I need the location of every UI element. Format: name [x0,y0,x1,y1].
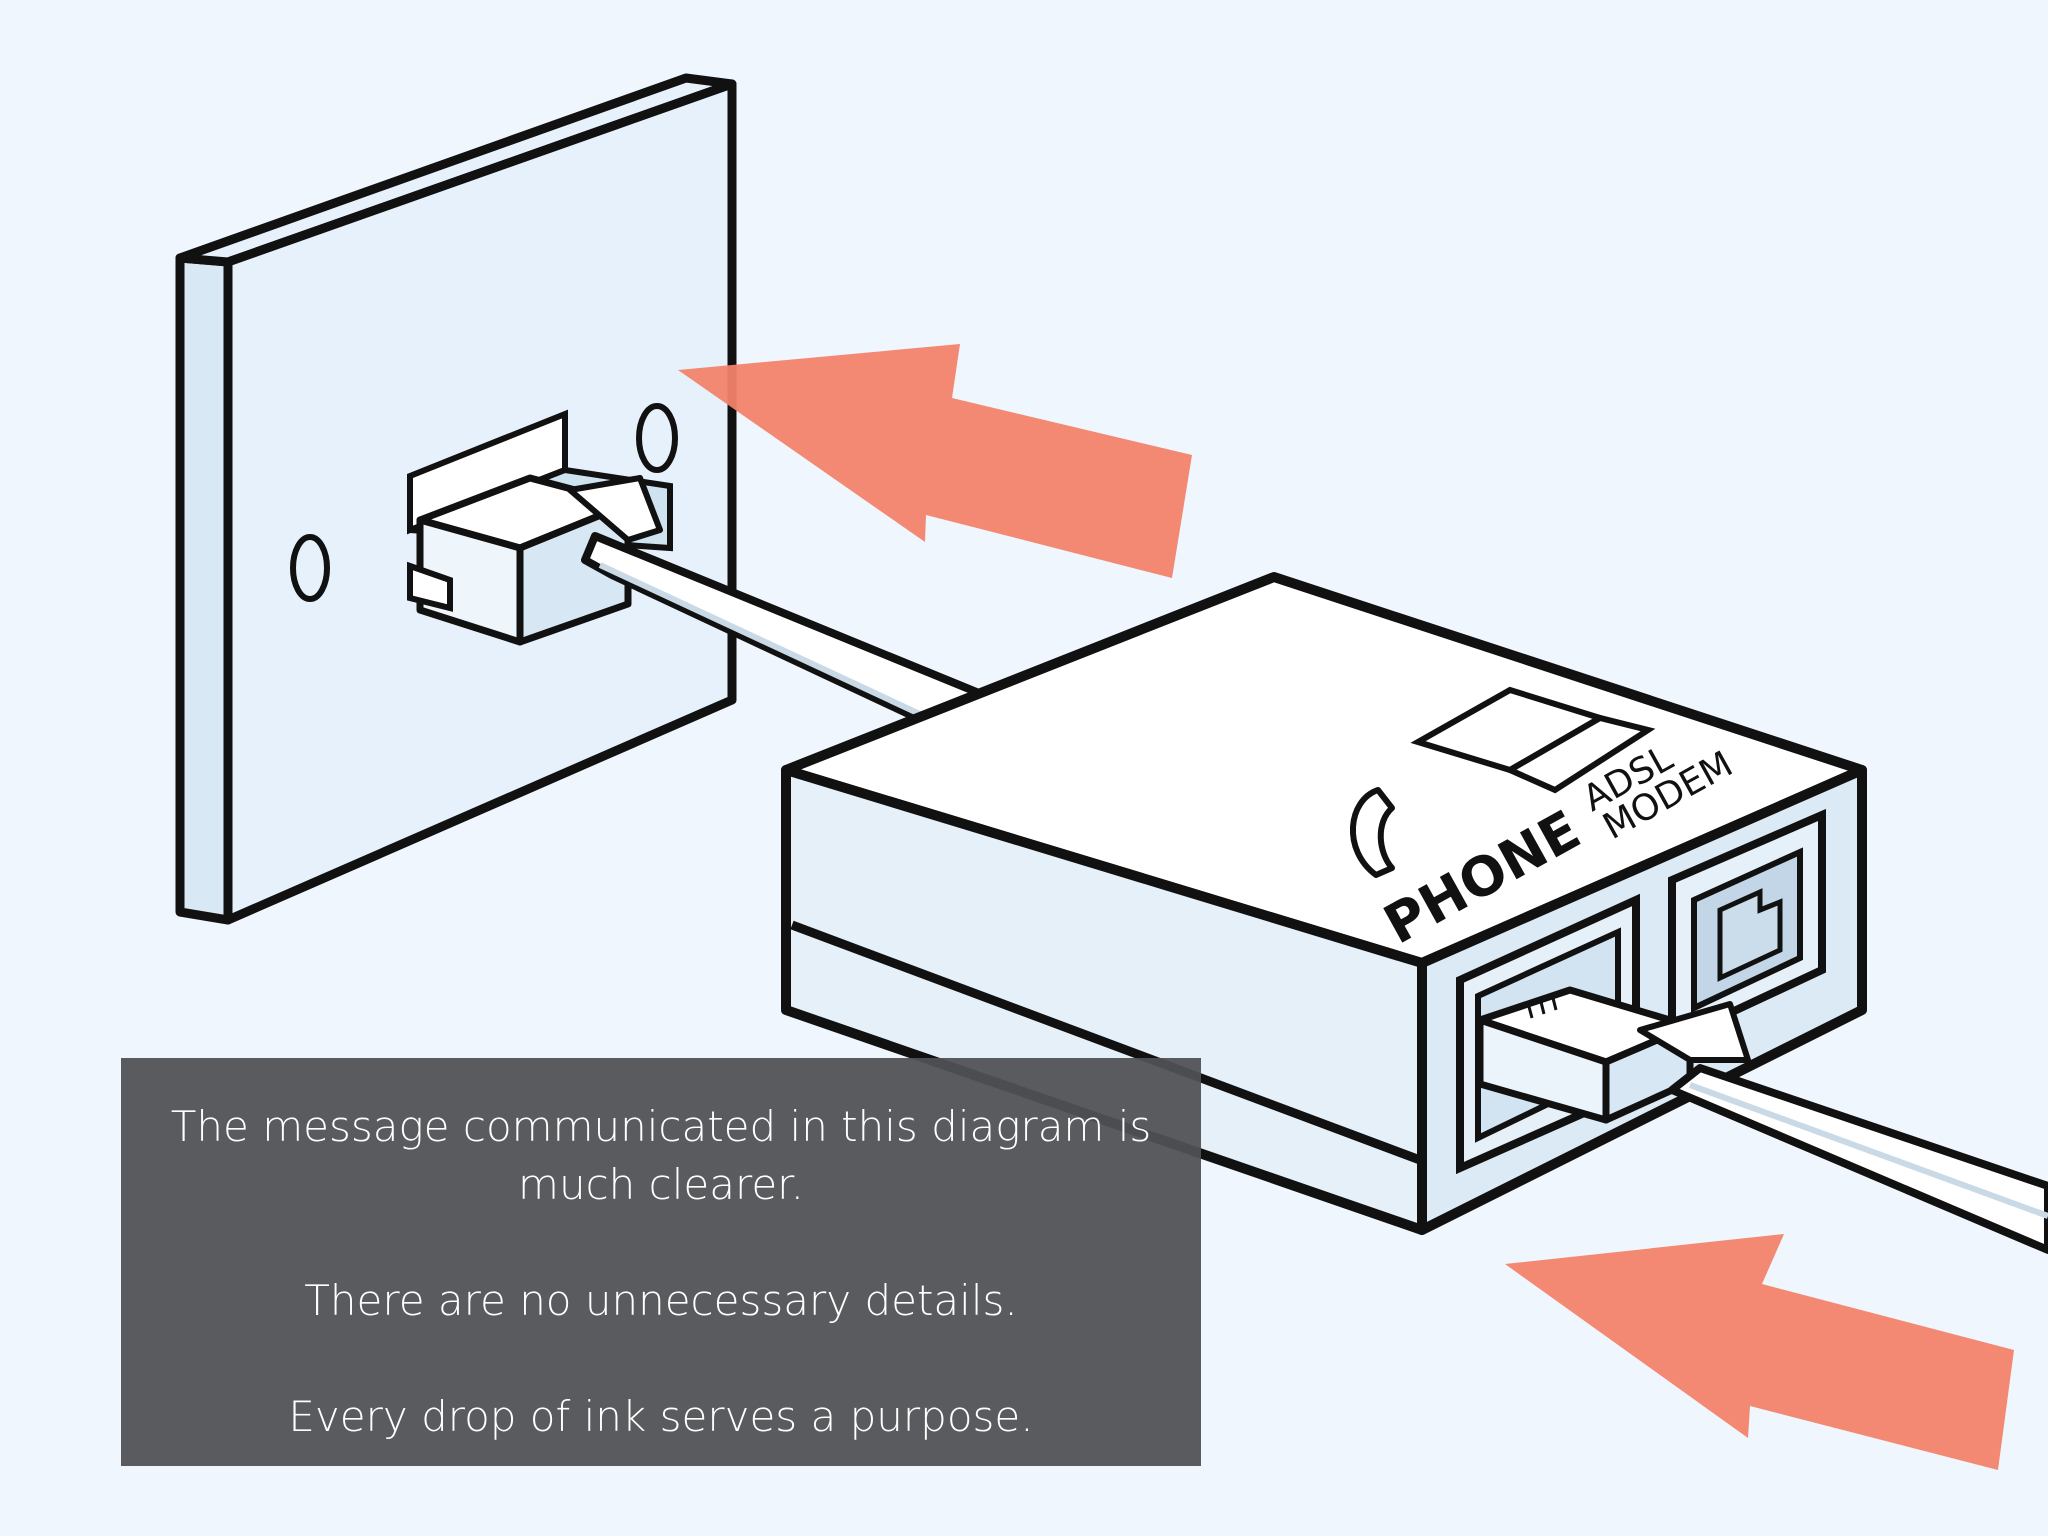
caption-line-3: Every drop of ink serves a purpose. [288,1392,1034,1441]
caption-line-1: The message communicated in this diagram… [170,1102,1152,1209]
modem-icon [1410,686,1656,794]
screw-hole-left [290,534,330,602]
screw-hole-right [636,403,678,473]
wall-socket [175,73,737,925]
modem-port [1668,808,1826,1047]
arrow-toward-wall [678,344,1192,578]
arrow-toward-filter [1505,1234,2014,1470]
filter-plug [1476,986,1751,1124]
cable-filter-out [1668,1064,2048,1254]
caption-line-2: There are no unnecessary details. [304,1276,1018,1325]
phone-handset-icon [1350,787,1395,878]
caption-panel: The message communicated in this diagram… [121,1058,1201,1466]
adsl-filter: PHONE ADSL MODEM [781,572,1867,1235]
